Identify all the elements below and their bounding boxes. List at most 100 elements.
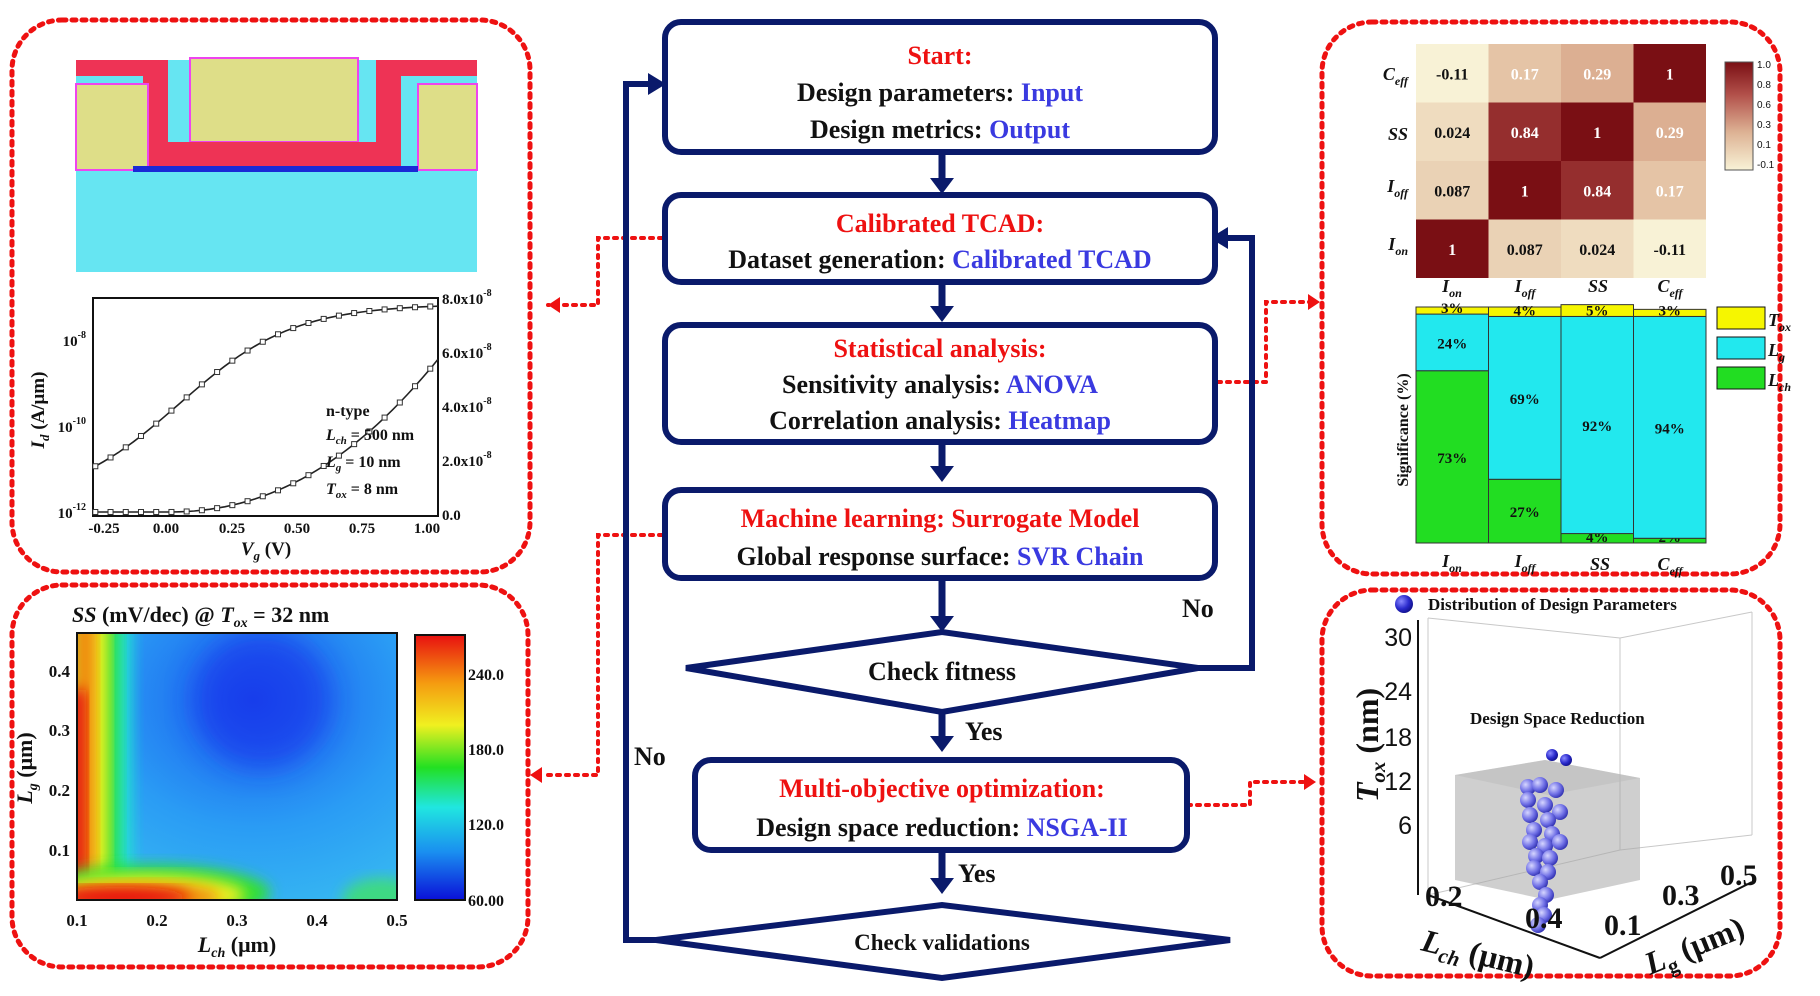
iv-marker (137, 509, 144, 515)
heatmap-cbar-tick: 1.0 (1757, 60, 1771, 71)
heatmap-cell-label: 1 (1593, 125, 1601, 142)
heatmap-cell-label: 0.17 (1656, 183, 1684, 200)
anova-category: Ceff (1657, 554, 1683, 578)
iv-marker (244, 347, 251, 354)
iv-marker (168, 407, 175, 414)
iv-marker (305, 320, 312, 327)
scatter-ytick: 0.1 (1604, 909, 1642, 942)
contour-xtick: 0.3 (226, 911, 247, 930)
label-no-right: No (1182, 594, 1214, 623)
iv-marker (92, 463, 99, 470)
scatter-ytick: 0.3 (1662, 879, 1700, 912)
scatter-point (1522, 807, 1538, 823)
scatter-point (1560, 754, 1572, 766)
loop-no-validations (623, 81, 670, 943)
scatter-xtick: 0.4 (1525, 902, 1563, 935)
iv-ytick-left: 10-10 (58, 416, 86, 436)
scatter-xtick: 0.2 (1425, 880, 1463, 913)
iv-marker (92, 509, 99, 515)
connector-moo-scatter (1186, 780, 1308, 807)
scatter-points (1520, 749, 1572, 933)
anova-bar-label: 69% (1510, 392, 1540, 408)
anova-bar-segment (1488, 478, 1562, 544)
anova-bar-label: 24% (1437, 336, 1467, 352)
iv-marker (381, 306, 388, 313)
stat-line2: Correlation analysis: Heatmap (769, 406, 1111, 435)
anova-bar-label: 5% (1586, 303, 1609, 319)
iv-xtick: -0.25 (88, 521, 119, 537)
iv-marker (122, 509, 129, 515)
scatter-point (1546, 749, 1558, 761)
iv-marker (229, 357, 236, 364)
anova-category: SS (1590, 554, 1610, 574)
heatmap-cell-label: 0.087 (1507, 242, 1543, 259)
heatmap-cell (1633, 219, 1706, 278)
heatmap-cell (1488, 44, 1561, 103)
heatmap-cell (1633, 44, 1706, 103)
scatter-point (1532, 874, 1548, 890)
anova-legend-lg: Lg (1767, 340, 1785, 364)
scatter-ytick: 0.5 (1720, 859, 1758, 892)
anova-bar-segment (1560, 315, 1634, 535)
iv-marker (412, 383, 419, 390)
iv-plot-frame (92, 297, 439, 517)
heatmap-cell (1488, 219, 1561, 278)
iv-marker (366, 428, 373, 435)
heatmap-cell-label: 0.84 (1583, 183, 1611, 200)
scatter-point (1537, 797, 1553, 813)
iv-marker (320, 462, 327, 469)
iv-legend-lch: Lch = 500 nm (325, 427, 415, 447)
iv-ylabel: Id (A/μm) (28, 372, 52, 450)
scatter-legend: Distribution of Design Parameters (1428, 595, 1677, 614)
scatter-xlabel: Lch (μm) (1416, 922, 1538, 990)
arrowhead (648, 73, 666, 95)
anova-bar-segment (1633, 308, 1707, 317)
scatter-point (1520, 779, 1536, 795)
iv-marker (153, 420, 160, 427)
label-no-left: No (634, 742, 666, 771)
contour-field (77, 633, 397, 900)
iv-ytick-left: 10-12 (58, 502, 86, 522)
heatmap-row-label: Ceff (1383, 64, 1409, 88)
scatter-point (1552, 804, 1568, 820)
iv-marker (335, 312, 342, 319)
contour-ytick: 0.1 (49, 841, 70, 860)
scatter-ztick: 6 (1398, 812, 1412, 840)
arrowhead (1308, 294, 1320, 310)
flowchart: Start: Design parameters: Input Design m… (623, 19, 1255, 982)
iv-marker (275, 331, 282, 338)
iv-marker (153, 509, 160, 515)
scatter-point (1540, 812, 1556, 828)
design-space-scatter: Distribution of Design Parameters Design… (1349, 595, 1758, 990)
contour-cbar-tick: 240.0 (468, 667, 504, 684)
iv-marker (168, 508, 175, 515)
scatter-ztick: 30 (1384, 624, 1412, 652)
contour-xtick: 0.1 (66, 911, 87, 930)
anova-legend-swatch-tox (1716, 306, 1766, 330)
contour-xtick: 0.4 (306, 911, 328, 930)
fitness-label: Check fitness (868, 657, 1016, 686)
heatmap-cell-label: 0.087 (1434, 183, 1470, 200)
contour-ytick: 0.2 (49, 781, 70, 800)
heatmap-row-label: Ion (1387, 234, 1408, 258)
heatmap-cell (1416, 102, 1489, 161)
panel-frame-stats (1319, 19, 1783, 577)
heatmap-colorbar (1724, 61, 1754, 171)
heatmap-cell-label: 1 (1448, 242, 1456, 259)
iv-xtick: 0.25 (219, 521, 245, 537)
heatmap-col-label: Ioff (1514, 276, 1537, 300)
label-yes-moo: Yes (958, 859, 996, 888)
anova-bar-segment (1633, 315, 1707, 539)
iv-ytick-right: 8.0x10-8 (442, 288, 492, 308)
contour-ytick: 0.4 (49, 662, 71, 681)
moo-line1: Design space reduction: NSGA-II (756, 813, 1128, 842)
scatter-point (1530, 917, 1546, 933)
iv-legend-lg: Lg = 10 nm (325, 454, 401, 474)
scatter-ztick: 18 (1384, 724, 1412, 752)
scatter-zlabel: Tox (nm) (1349, 688, 1390, 802)
start-line2: Design metrics: Output (810, 115, 1070, 144)
iv-marker (305, 472, 312, 479)
scatter-legend-marker (1395, 595, 1413, 613)
box-multi-objective (692, 757, 1190, 853)
